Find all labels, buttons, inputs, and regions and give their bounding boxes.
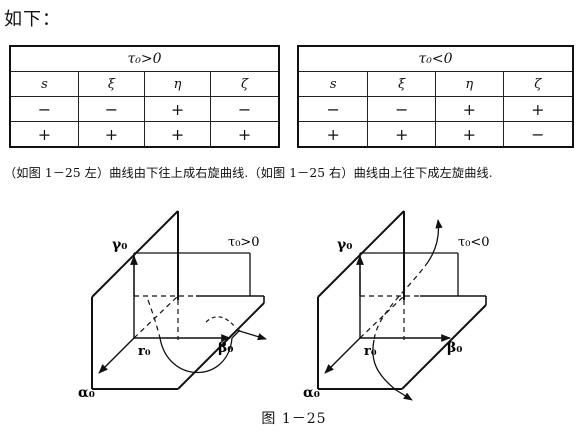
sign-cell: +	[434, 96, 504, 122]
sign-cell: +	[297, 121, 369, 148]
table-condition: τ₀<0	[297, 45, 574, 72]
r-label: r₀	[138, 344, 151, 359]
alpha-label: α₀	[78, 385, 95, 401]
sign-cell: −	[367, 96, 436, 122]
header-cell: η	[143, 71, 212, 97]
sign-cell: −	[297, 96, 369, 122]
sign-cell: +	[210, 121, 280, 148]
sign-table-negative-torsion: τ₀<0 s ξ η ζ − − + + + + + −	[297, 45, 574, 148]
header-cell: ζ	[210, 71, 280, 97]
right-diagram	[317, 210, 487, 401]
alpha-label: α₀	[303, 385, 320, 401]
r-label: r₀	[364, 344, 377, 359]
description-text: （如图 1－25 左）曲线由下往上成右旋曲线.（如图 1－25 右）曲线由上往下…	[4, 166, 493, 180]
sign-cell: +	[367, 121, 436, 148]
header-cell: ξ	[77, 71, 145, 97]
intro-text: 如下：	[4, 9, 61, 30]
beta-label: β₀	[218, 340, 233, 356]
sign-cell: −	[9, 96, 79, 122]
sign-cell: +	[434, 121, 504, 148]
frenet-frame-figure: γ₀ τ₀>0 r₀ β₀ α₀ γ₀ τ₀<0 r₀ β₀ α₀	[78, 210, 490, 401]
sign-cell: +	[143, 96, 212, 122]
header-cell: η	[434, 71, 504, 97]
gamma-label: γ₀	[337, 237, 352, 253]
header-cell: ζ	[502, 71, 574, 97]
left-diagram	[91, 210, 267, 390]
sign-cell: −	[77, 96, 145, 122]
tau-condition-label: τ₀>0	[228, 235, 260, 250]
sign-cell: +	[77, 121, 145, 148]
table-condition: τ₀>0	[9, 45, 280, 72]
figure-caption: 图 1－25	[261, 411, 327, 427]
sign-cell: −	[502, 121, 574, 148]
sign-cell: −	[210, 96, 280, 122]
header-cell: s	[9, 71, 79, 97]
sign-table-positive-torsion: τ₀>0 s ξ η ζ − − + − + + + +	[9, 45, 280, 148]
beta-label: β₀	[447, 340, 462, 356]
header-cell: ξ	[367, 71, 436, 97]
gamma-label: γ₀	[112, 237, 127, 253]
header-cell: s	[297, 71, 369, 97]
sign-cell: +	[143, 121, 212, 148]
sign-cell: +	[9, 121, 79, 148]
tau-condition-label: τ₀<0	[458, 235, 490, 250]
sign-cell: +	[502, 96, 574, 122]
